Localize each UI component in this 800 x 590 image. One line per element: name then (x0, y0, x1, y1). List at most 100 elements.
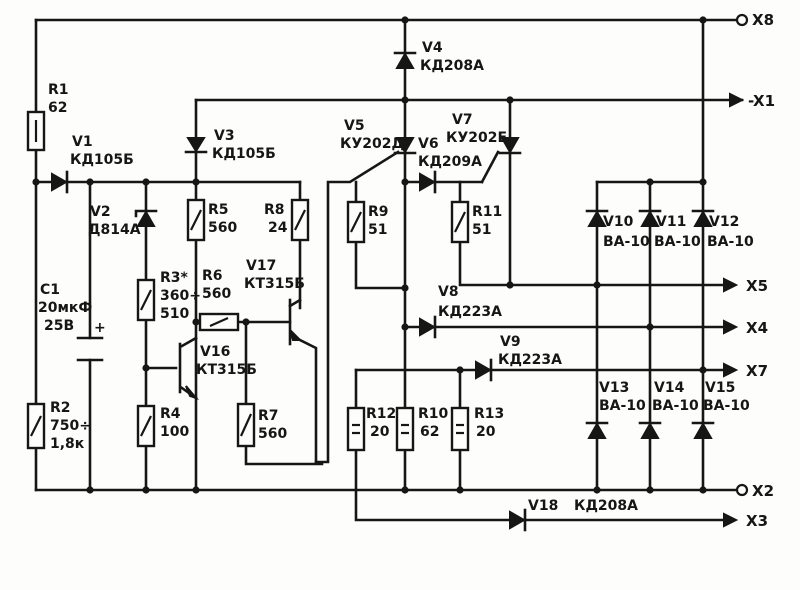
label-v7-ref: V7 (452, 112, 473, 128)
resistor-r1 (26, 110, 46, 152)
diode-v13 (585, 421, 609, 439)
label-v17-ref: V17 (246, 258, 276, 274)
label-v14-ref: V14 (654, 380, 685, 396)
arrow-x5 (723, 277, 739, 293)
diode-v3 (184, 137, 208, 154)
label-r2-value: 750÷ (50, 418, 91, 434)
terminal-label-x4: X4 (746, 319, 768, 337)
diode-v18 (509, 508, 527, 532)
terminal-label-x2: X2 (752, 482, 774, 500)
label-v6-ref: V6 (418, 136, 439, 152)
resistor-r2 (26, 402, 46, 450)
label-v7-value: КУ202Е (446, 130, 507, 146)
terminal-label-x7: X7 (746, 362, 768, 380)
label-r11-ref: R11 (472, 204, 502, 220)
label-v11-value: ВА-10 (654, 234, 701, 250)
diode-v8 (419, 315, 437, 339)
label-c1-polarity: + (94, 320, 106, 336)
label-v17-value: КТ315Б (244, 276, 305, 292)
label-r12-ref: R12 (366, 406, 396, 422)
label-v15-value: ВА-10 (703, 398, 750, 414)
label-r8-value: 24 (268, 220, 288, 236)
label-r5-value: 560 (208, 220, 237, 236)
arrow-x1 (729, 92, 745, 108)
label-v15-ref: V15 (705, 380, 735, 396)
label-v1-ref: V1 (72, 134, 93, 150)
label-v13-value: ВА-10 (599, 398, 646, 414)
label-r5-ref: R5 (208, 202, 229, 218)
label-r4-value: 100 (160, 424, 189, 440)
resistor-r7 (236, 402, 256, 448)
terminal-label-x5: X5 (746, 277, 768, 295)
label-r9-value: 51 (368, 222, 387, 238)
diode-v9 (475, 358, 493, 382)
label-r11-value: 51 (472, 222, 491, 238)
label-v9-value: КД223А (498, 352, 562, 368)
arrow-x4 (723, 319, 739, 335)
label-v6-value: КД209А (418, 154, 482, 170)
label-c1-ref: C1 (40, 282, 60, 298)
label-r2-value2: 1,8к (50, 436, 85, 452)
component-labels: R1 62 V1 КД105Б V2 Д814А C1 20мкФ 25В + … (38, 40, 754, 514)
label-r3-value2: 510 (160, 306, 189, 322)
transistor-v16 (178, 342, 200, 401)
diode-v12 (691, 209, 715, 227)
label-r3-value: 360÷ (160, 288, 201, 304)
label-v18-value: КД208А (574, 498, 638, 514)
label-v4-value: КД208А (420, 58, 484, 74)
label-v8-ref: V8 (438, 284, 459, 300)
diode-v15 (691, 421, 715, 439)
label-v10-value: ВА-10 (603, 234, 650, 250)
resistor-r13 (450, 406, 470, 452)
capacitor-c1 (76, 336, 104, 362)
label-r4-ref: R4 (160, 406, 181, 422)
resistor-r6 (198, 312, 240, 332)
label-r3-ref: R3* (160, 270, 189, 286)
label-r10-value: 62 (420, 424, 439, 440)
resistor-r8 (290, 198, 310, 242)
label-v9-ref: V9 (500, 334, 521, 350)
junction-dots (32, 16, 707, 494)
terminal-label-x8: X8 (752, 11, 774, 29)
resistor-r5 (186, 198, 206, 242)
transistor-v17 (288, 298, 303, 346)
label-r6-value: 560 (202, 286, 231, 302)
diode-v14 (638, 421, 662, 439)
label-v18-ref: V18 (528, 498, 558, 514)
label-v12-value: ВА-10 (707, 234, 754, 250)
label-r10-ref: R10 (418, 406, 449, 422)
label-v16-value: КТ315Б (196, 362, 257, 378)
diode-v11 (638, 209, 662, 227)
zener-v2 (134, 209, 158, 227)
label-r12-value: 20 (370, 424, 390, 440)
diode-v6 (419, 170, 437, 194)
resistor-r9 (346, 200, 366, 244)
diode-v1 (51, 170, 69, 194)
label-v8-value: КД223А (438, 304, 502, 320)
label-r6-ref: R6 (202, 268, 223, 284)
arrow-x3 (723, 512, 739, 528)
label-r2-ref: R2 (50, 400, 71, 416)
label-c1-voltage: 25В (44, 318, 74, 334)
resistor-r11 (450, 200, 470, 244)
terminal-label-x1: -X1 (748, 92, 775, 110)
label-r13-value: 20 (476, 424, 496, 440)
label-c1-value: 20мкФ (38, 300, 92, 316)
label-v2-value: Д814А (88, 222, 141, 238)
resistor-r3 (136, 278, 156, 322)
label-v13-ref: V13 (599, 380, 629, 396)
label-r13-ref: R13 (474, 406, 504, 422)
thyristor-v5 (393, 137, 417, 155)
resistor-r4 (136, 404, 156, 448)
terminal-label-x3: X3 (746, 512, 768, 530)
diode-v10 (585, 209, 609, 227)
terminal-x8 (735, 13, 749, 27)
label-v16-ref: V16 (200, 344, 230, 360)
label-r1-ref: R1 (48, 82, 69, 98)
diode-v4 (393, 51, 417, 69)
resistor-r12 (346, 406, 366, 452)
label-r9-ref: R9 (368, 204, 389, 220)
label-v10-ref: V10 (603, 214, 634, 230)
label-r7-ref: R7 (258, 408, 279, 424)
